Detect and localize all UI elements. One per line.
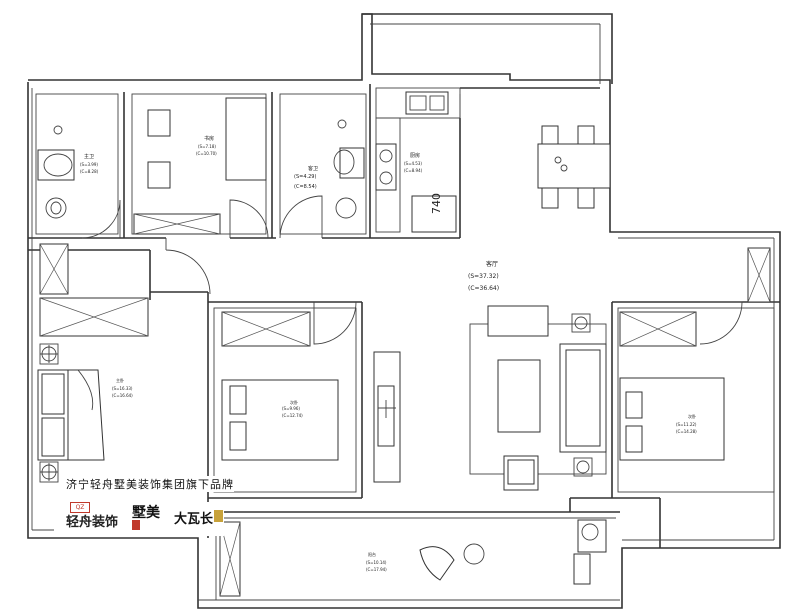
bathroom-second-perimeter: (C=8.54) bbox=[294, 184, 317, 190]
second-bedroom-area: (S=9.96) bbox=[282, 406, 300, 411]
kitchen-name: 厨房 bbox=[410, 152, 420, 159]
study-name: 书房 bbox=[204, 135, 214, 142]
balcony-name: 阳台 bbox=[368, 551, 376, 557]
second-bedroom-name: 次卧 bbox=[290, 399, 298, 405]
balcony-area: (S=10.14) bbox=[366, 560, 387, 565]
qingzhou-logo-badge: QZ bbox=[70, 502, 90, 513]
brand-logos: QZ 轻舟装饰 墅美 大瓦长 bbox=[54, 502, 224, 536]
dining-set bbox=[537, 125, 611, 209]
second-bedroom-perimeter: (C=12.74) bbox=[282, 413, 303, 418]
bathroom-main-name: 主卫 bbox=[84, 153, 94, 160]
balcony-furniture bbox=[419, 543, 485, 581]
balcony-perimeter: (C=17.94) bbox=[366, 567, 387, 572]
living-perimeter: (C=36.64) bbox=[468, 285, 499, 292]
master-bedroom-perimeter: (C=16.64) bbox=[112, 393, 133, 398]
third-bedroom-area: (S=11.22) bbox=[676, 422, 697, 427]
wardrobes bbox=[39, 213, 771, 597]
third-bedroom-perimeter: (C=14.28) bbox=[676, 429, 697, 434]
study-furniture bbox=[147, 97, 267, 189]
study-area: (S=7.18) bbox=[198, 144, 216, 149]
living-name: 客厅 bbox=[486, 260, 498, 268]
living-area: (S=37.32) bbox=[468, 273, 499, 280]
dawachang-badge bbox=[214, 510, 223, 522]
doors bbox=[81, 195, 743, 345]
kitchen-perimeter: (C=8.94) bbox=[404, 168, 423, 173]
shumei-seal bbox=[132, 520, 140, 530]
bathroom-second-name: 客卫 bbox=[308, 165, 318, 172]
qingzhou-logo-text: 轻舟装饰 bbox=[66, 515, 119, 530]
third-bedroom-furniture bbox=[619, 377, 725, 461]
brand-tagline: 济宁轻舟墅美装饰集团旗下品牌 bbox=[66, 476, 234, 492]
shumei-logo: 墅美 bbox=[132, 505, 160, 521]
room-labels: 主卫 (S=3.99) (C=8.28) 书房 (S=7.18) (C=10.7… bbox=[80, 135, 697, 572]
third-bedroom-name: 次卧 bbox=[688, 413, 696, 419]
fridge-label: 740 bbox=[430, 193, 443, 214]
kitchen-area: (S=4.53) bbox=[404, 161, 422, 166]
master-bedroom-name: 主卧 bbox=[116, 377, 124, 383]
study-perimeter: (C=10.70) bbox=[196, 151, 217, 156]
kitchen-fixtures: 740 bbox=[375, 87, 461, 233]
bathroom-main-perimeter: (C=8.28) bbox=[80, 169, 99, 174]
master-bedroom-furniture bbox=[37, 343, 105, 483]
bathroom-second-area: (S=4.29) bbox=[294, 174, 316, 180]
exterior-walls bbox=[27, 13, 781, 609]
master-bedroom-area: (S=16.33) bbox=[112, 386, 133, 391]
bathroom-main-area: (S=3.99) bbox=[80, 162, 98, 167]
living-room-furniture bbox=[469, 305, 607, 491]
dawachang-logo: 大瓦长 bbox=[174, 512, 214, 527]
second-bedroom-furniture bbox=[221, 351, 401, 483]
bathroom-fixtures bbox=[37, 119, 607, 585]
